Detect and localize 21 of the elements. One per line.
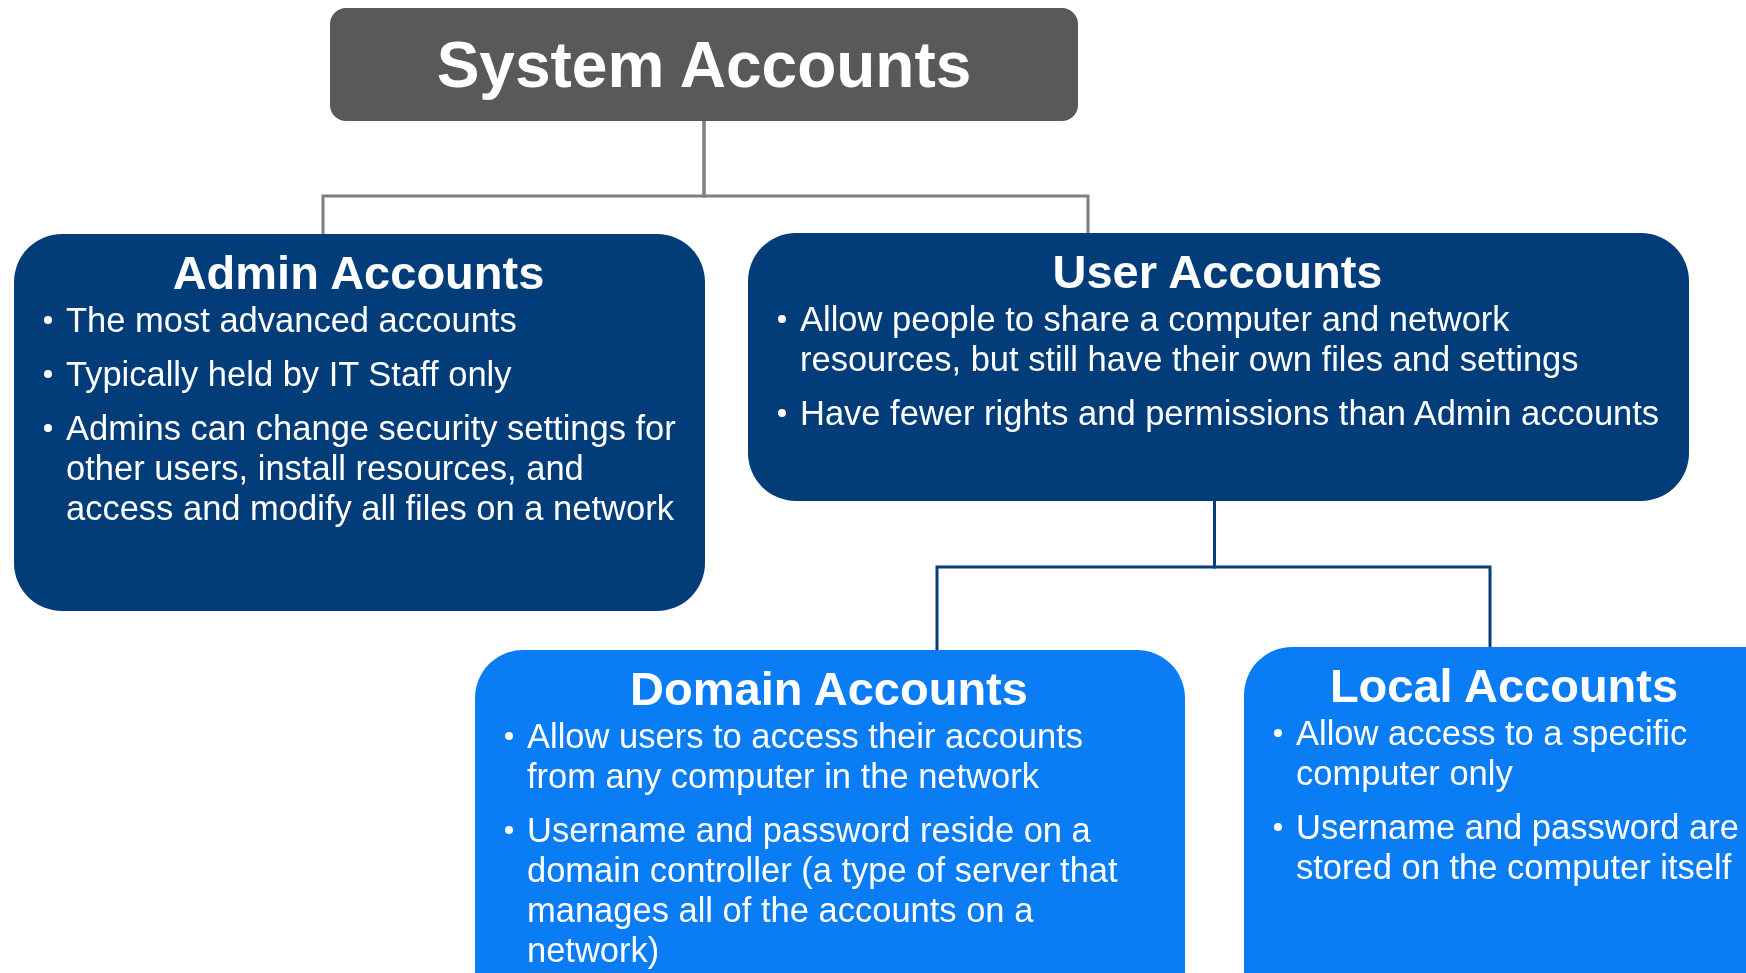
heading: Admin Accounts bbox=[171, 248, 546, 298]
bullet-text: The most advanced accounts bbox=[66, 300, 517, 340]
bullet-text: Username and password are stored on the computer itself bbox=[1296, 807, 1740, 887]
heading: System Accounts bbox=[436, 27, 972, 102]
bullet-text: Allow access to a specific computer only bbox=[1296, 713, 1689, 793]
bullet-text: Have fewer rights and permissions than Admin accounts bbox=[800, 393, 1660, 433]
bullet-text: Admins can change security settings for other users, install resources, and access and modify all files on a network bbox=[66, 408, 677, 528]
connector-line bbox=[702, 121, 1090, 233]
subcategory-card bbox=[475, 650, 1185, 973]
bullet-text: Allow people to share a computer and network resources, but still have their own files and settings bbox=[800, 299, 1580, 379]
connector-line bbox=[1213, 501, 1492, 647]
bullet-text: Allow users to access their accounts from any computer in the network bbox=[527, 716, 1085, 796]
subcategory-card bbox=[1244, 647, 1746, 973]
bullet-text: Username and password reside on a domain controller (a type of server that manages all of the accounts on a network) bbox=[527, 810, 1119, 970]
title-box bbox=[330, 8, 1078, 121]
heading: Domain Accounts bbox=[629, 664, 1029, 714]
heading: Local Accounts bbox=[1328, 661, 1680, 711]
bullet-text: Typically held by IT Staff only bbox=[66, 354, 512, 394]
heading: User Accounts bbox=[1051, 247, 1384, 297]
category-card bbox=[14, 234, 705, 611]
category-card bbox=[748, 233, 1689, 501]
